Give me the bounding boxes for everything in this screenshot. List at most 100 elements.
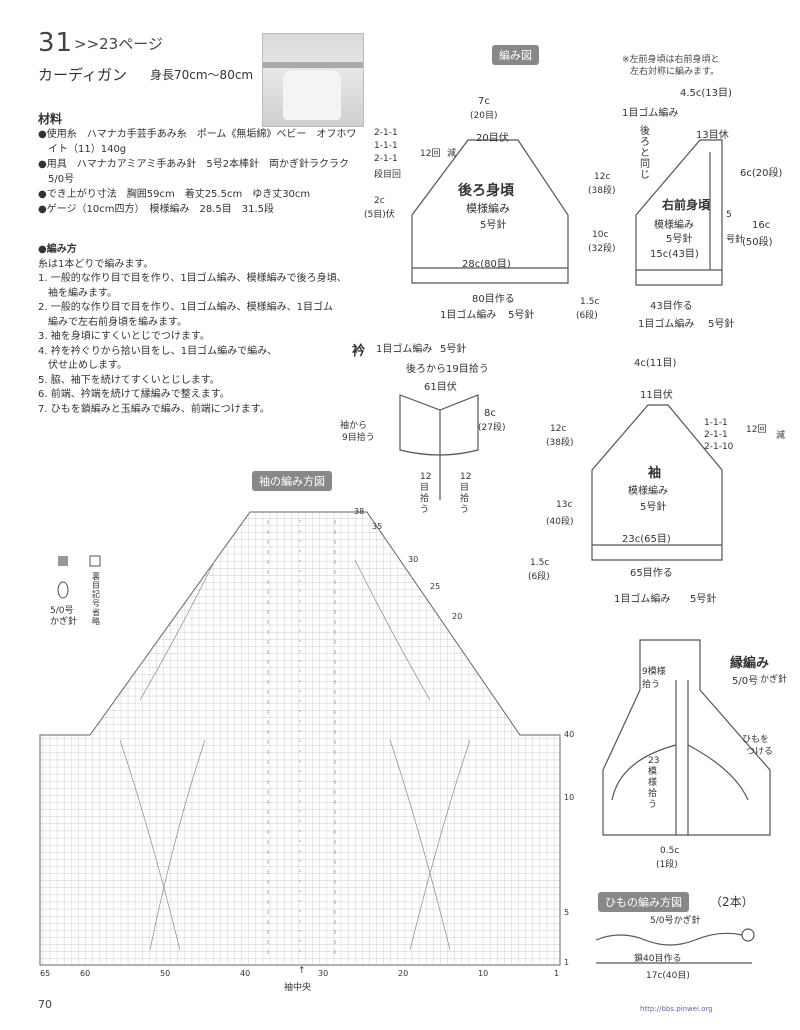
sleeve-d3: 2-1-10 [704, 442, 734, 452]
materials-line: ●用具 ハマナカアミアミ手あみ針 5号2本棒針 両かぎ針ラクラク [38, 159, 350, 170]
chart-center-arrow: ↑ [298, 966, 306, 976]
back-pattern: 模様編み [466, 202, 510, 215]
front-name: 右前身頃 [662, 198, 711, 212]
collar-pick-sleeve-2: 9目拾う [342, 433, 375, 443]
method-line: 1. 一般的な作り目で目を作り、1目ゴム編み、模様編みで後ろ身頃、 [38, 273, 347, 284]
sleeve-d1: 1-1-1 [704, 418, 728, 428]
back-dec-1: 2-1-1 [374, 128, 398, 138]
legend-needle-2: かぎ針 [50, 617, 78, 627]
himo-chart-label: ひもの編み方図 [598, 892, 689, 912]
chart-col-label: 30 [318, 969, 329, 978]
method-line: 2. 一般的な作り目で目を作り、1目ゴム編み、模様編み、1目ゴム [38, 302, 334, 313]
chart-col-label: 1 [554, 969, 560, 978]
chart-col-label: 10 [478, 969, 489, 978]
sleeve-gen: 減 [776, 431, 786, 441]
edge-pick9: 9模様拾う [642, 667, 666, 690]
front-same: 後ろと同じ [640, 126, 650, 181]
himo-needle: 5/0号かぎ針 [650, 916, 701, 926]
sleeve-cast: 65目作る [630, 568, 673, 579]
collar-pick-sleeve: 袖から [340, 421, 368, 431]
back-h10: 10c [592, 230, 609, 240]
back-h12: 12c [594, 172, 611, 182]
page-number: 70 [38, 998, 52, 1011]
note-line-1: ※左前身頃は右前身頃と [622, 55, 720, 65]
sleeve-chart-label: 袖の編み方図 [252, 471, 332, 491]
amizu-label: 編み図 [492, 45, 539, 65]
collar-cast-off: 61目伏 [424, 382, 457, 393]
sleeve-d2: 2-1-1 [704, 430, 728, 440]
edge-needle: 5/0号 [732, 676, 759, 687]
collar-pick-front: 12目拾う [420, 472, 432, 515]
front-h16s: (50段) [742, 237, 773, 248]
front-cast: 43目作る [650, 301, 693, 312]
sleeve-dn: 12回 [746, 425, 767, 435]
sleeve-name: 袖 [648, 466, 662, 481]
chart-row-label: 5 [564, 908, 570, 917]
back-w-top: 7c [478, 96, 490, 107]
front-top: 13目休 [696, 130, 729, 141]
chart-col-label: 65 [40, 969, 51, 978]
sleeve-h13: 13c [556, 500, 573, 510]
sleeve-h13s: (40段) [546, 517, 574, 527]
legend-empty-square [89, 555, 101, 567]
chart-row-label: 30 [408, 555, 419, 564]
materials-heading: 材料 [38, 112, 63, 126]
method-line: 4. 衿を衿ぐりから拾い目をし、1目ゴム編みで編み、 [38, 345, 278, 357]
edge-name: 縁編み [730, 656, 770, 671]
materials-list: ●使用糸 ハマナカ手芸手あみ糸 ポーム《無垢綿》ベビー オフホワ イト（11）1… [38, 127, 368, 217]
chart-center-label: 袖中央 [284, 983, 312, 993]
method-line: 6. 前端、衿端を続けて縁編みで整えます。 [38, 389, 230, 400]
legend-omit: 裏目記号省略 [92, 572, 100, 626]
materials-line: ●ゲージ（10cm四方） 模様編み 28.5目 31.5段 [38, 204, 275, 215]
chart-col-label: 40 [240, 969, 251, 978]
front-needle: 5号針 [666, 234, 693, 245]
himo-ball [741, 928, 755, 942]
sleeve-h12s: (38段) [546, 438, 574, 448]
back-dec-3: 2-1-1 [374, 154, 398, 164]
chart-col-label: 60 [80, 969, 91, 978]
materials-line: ●使用糸 ハマナカ手芸手あみ糸 ポーム《無垢綿》ベビー オフホワ [38, 129, 357, 140]
edge-needle-2: かぎ針 [760, 675, 788, 685]
sleeve-w4: 4c(11目) [634, 358, 677, 369]
method-line: 袖を編みます。 [48, 287, 117, 299]
sleeve-w23: 23c(65目) [622, 534, 671, 545]
sleeve-h15: 1.5c [530, 558, 550, 568]
collar-h8s: (27段) [478, 423, 506, 433]
method-line: 5. 脇、袖下を続けてすくいとじします。 [38, 374, 220, 386]
himo-len: 17c(40目) [646, 971, 690, 981]
materials-line: イト（11）140g [48, 144, 127, 155]
legend-crochet-symbol [57, 581, 69, 599]
front-side5b: 号針 [726, 235, 745, 245]
back-side-st: (5目)伏 [364, 210, 395, 220]
back-w-top-st: (20目) [470, 111, 498, 121]
edge-himo: ひもを [742, 735, 770, 745]
materials-line: 5/0号 [48, 174, 75, 185]
collar-needle: 5号針 [440, 344, 467, 355]
back-name: 後ろ身頃 [458, 183, 514, 199]
sleeve-chart-grid [39, 511, 561, 966]
method-line: 伏せ止めします。 [48, 360, 127, 371]
back-rib-needle: 5号針 [508, 310, 535, 321]
sleeve-needle: 5号針 [640, 502, 667, 513]
sleeve-h12: 12c [550, 424, 567, 434]
back-dec-2: 1-1-1 [374, 141, 398, 151]
back-w28: 28c(80目) [462, 259, 511, 270]
front-w45: 4.5c(13目) [680, 88, 732, 99]
method-line: 7. ひもを鎖編みと玉編みで編み、前端につけます。 [38, 403, 270, 415]
method-heading: ●編み方 [38, 244, 77, 255]
note-line-2: 左右対称に編みます。 [630, 67, 720, 77]
chart-row-label: 25 [430, 582, 441, 591]
legend-needle: 5/0号 [50, 606, 74, 616]
sleeve-rib: 1目ゴム編み [614, 594, 671, 605]
edge-garment-outline [602, 639, 771, 836]
method-line: 糸は1本どりで編みます。 [38, 258, 154, 270]
back-body-outline [411, 139, 569, 284]
front-w15: 15c(43目) [650, 249, 699, 260]
garment-photo [262, 33, 364, 127]
back-rib: 1目ゴム編み [440, 310, 497, 321]
sleeve-top: 11目伏 [640, 390, 673, 401]
page-reference: >>23ページ [74, 35, 163, 53]
collar-h8: 8c [484, 408, 496, 419]
chart-pattern-marks [119, 520, 471, 960]
chart-row-38: 38 [354, 507, 365, 516]
